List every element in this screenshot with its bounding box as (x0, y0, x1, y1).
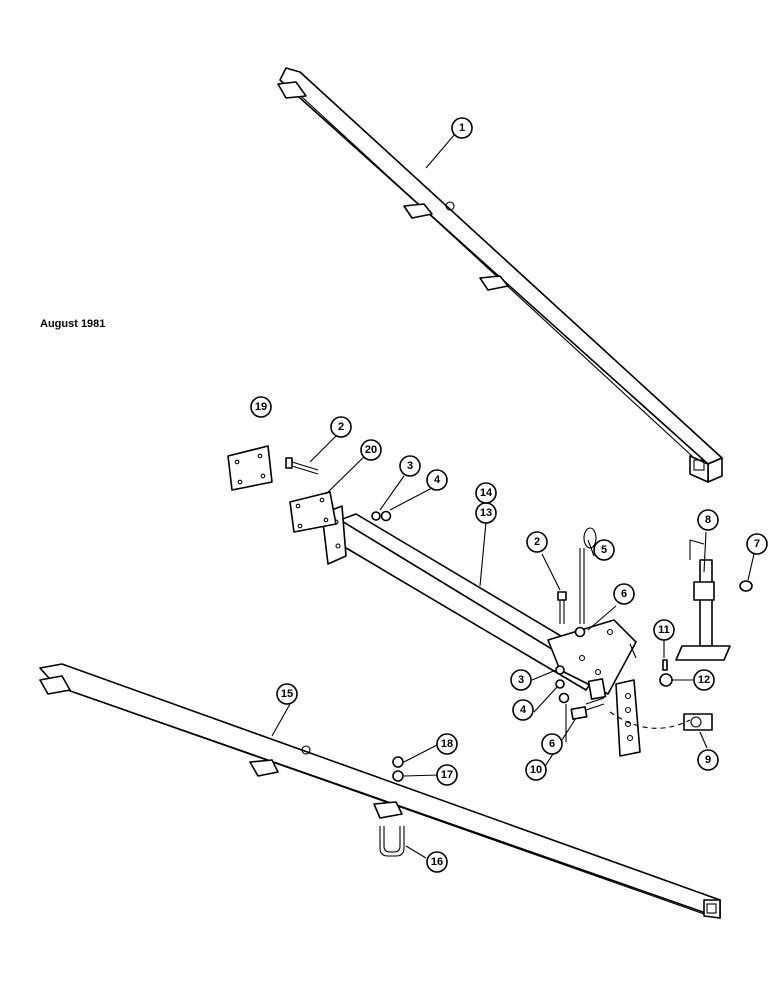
callout-3-upper: 3 (399, 455, 421, 477)
svg-text:20: 20 (365, 444, 377, 456)
callout-9: 9 (697, 749, 719, 771)
svg-text:6: 6 (621, 588, 627, 600)
nut-6-upper (574, 626, 586, 638)
tongue-tube (321, 505, 609, 691)
hair-pin (579, 527, 597, 624)
u-bolt (379, 826, 405, 857)
svg-text:5: 5 (601, 544, 607, 556)
callout-20: 20 (360, 439, 382, 461)
callout-10: 10 (525, 759, 547, 781)
washer-3-lower (555, 665, 565, 675)
callout-7: 7 (746, 533, 768, 555)
jack-stand (675, 539, 731, 661)
hitch-assembly (547, 619, 641, 757)
clip-ring (739, 580, 753, 592)
svg-text:17: 17 (441, 769, 453, 781)
lower-frame-tube (39, 663, 721, 919)
bolt-right (557, 591, 567, 624)
svg-text:16: 16 (431, 856, 443, 868)
svg-text:18: 18 (441, 738, 453, 750)
callout-4-upper: 4 (426, 469, 448, 491)
svg-text:11: 11 (658, 624, 670, 636)
callout-8: 8 (697, 509, 719, 531)
leader-lines (271, 133, 755, 859)
nut-6-lower (558, 692, 570, 704)
svg-text:15: 15 (281, 688, 293, 700)
callout-4-lower: 4 (512, 699, 534, 721)
date-note: August 1981 (40, 318, 106, 330)
svg-text:8: 8 (705, 514, 711, 526)
callout-13: 13 (475, 502, 497, 524)
svg-text:2: 2 (338, 421, 344, 433)
bolt-11 (662, 659, 668, 671)
svg-text:9: 9 (705, 754, 711, 766)
svg-text:2: 2 (534, 536, 540, 548)
clevis (683, 713, 713, 731)
washer-17 (392, 770, 404, 782)
callout-5: 5 (593, 539, 615, 561)
callout-12: 12 (693, 669, 715, 691)
nut-left (380, 510, 392, 522)
callout-6-lower: 6 (541, 733, 563, 755)
callout-2-right: 2 (526, 531, 548, 553)
callout-17: 17 (436, 764, 458, 786)
svg-text:10: 10 (530, 764, 542, 776)
svg-text:13: 13 (480, 507, 492, 519)
upper-frame-tube (277, 67, 723, 483)
bolt-left (285, 457, 319, 475)
nut-12 (659, 673, 673, 687)
svg-text:7: 7 (754, 538, 760, 550)
nut-18 (392, 756, 404, 768)
hitch-pin (570, 697, 605, 720)
svg-text:4: 4 (434, 474, 441, 486)
callout-3-lower: 3 (510, 669, 532, 691)
svg-text:1: 1 (459, 122, 465, 134)
callout-2-left: 2 (330, 416, 352, 438)
svg-text:3: 3 (407, 460, 413, 472)
svg-text:4: 4 (520, 704, 527, 716)
svg-text:14: 14 (480, 487, 493, 499)
plate-19 (227, 445, 273, 491)
svg-text:19: 19 (255, 401, 267, 413)
svg-text:6: 6 (549, 738, 555, 750)
callout-11: 11 (653, 619, 675, 641)
svg-text:3: 3 (518, 674, 524, 686)
callout-16: 16 (426, 851, 448, 873)
svg-text:12: 12 (698, 674, 710, 686)
callout-19: 19 (250, 396, 272, 418)
callout-15: 15 (276, 683, 298, 705)
callout-18: 18 (436, 733, 458, 755)
callout-6-upper: 6 (613, 583, 635, 605)
plate-20 (289, 491, 337, 533)
callout-14: 14 (475, 482, 497, 504)
callout-1: 1 (451, 117, 473, 139)
washer-left (371, 511, 381, 521)
